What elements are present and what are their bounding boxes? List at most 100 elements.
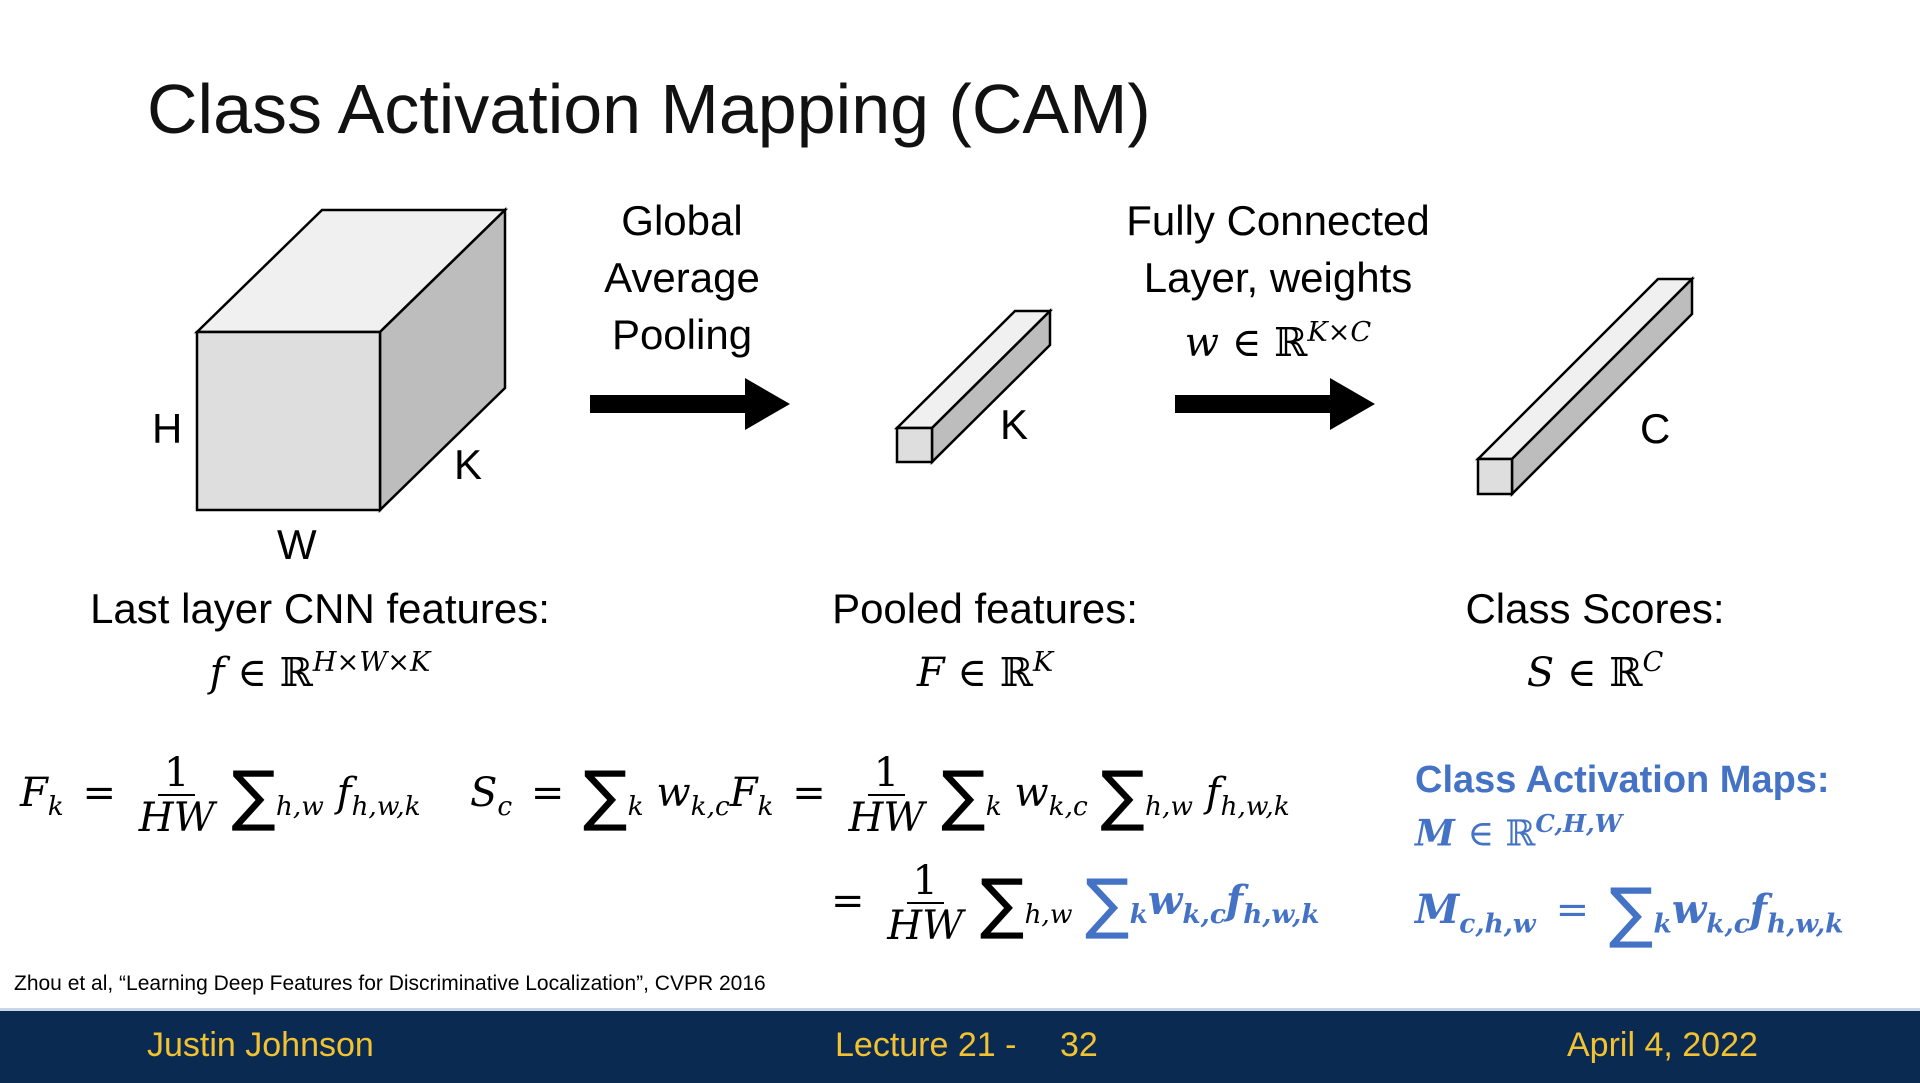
dim-k-label: K [454, 441, 483, 488]
cam-m-set: ∈ ℝ [1467, 813, 1536, 855]
eq-equals: = [530, 770, 565, 816]
eq-f: f [1225, 877, 1244, 924]
eq-frac-den: HW [887, 903, 964, 949]
last-layer-set: ∈ ℝ [237, 649, 313, 696]
eq-f: f [1749, 886, 1768, 934]
eq-sc-lhs: S [470, 770, 498, 816]
gap-label-line-2: Average [604, 254, 760, 301]
eq-w-sub: k,c [1182, 899, 1226, 931]
eq-sum-symbol: ∑ [1085, 864, 1130, 942]
eq-frac-num: 1 [867, 752, 906, 796]
last-layer-math: f ∈ ℝH×W×K [60, 638, 580, 698]
fc-label: Fully Connected Layer, weights w ∈ ℝK×C [1088, 196, 1468, 368]
scores-var: S [1526, 649, 1555, 696]
pooled-vector-bar [893, 308, 1054, 465]
eq-frac-den: HW [138, 795, 215, 841]
class-scores-bar [1474, 275, 1696, 498]
eq-equals: = [1555, 887, 1590, 934]
eq-f-sub: h,w,k [1243, 899, 1320, 931]
eq-equals: = [792, 770, 826, 816]
eq-sum-sub: h,w [1145, 791, 1194, 823]
pooled-math: F ∈ ℝK [790, 638, 1180, 698]
eq-equals: = [831, 878, 865, 924]
eq-f-sub: h,w,k [1220, 791, 1290, 823]
fc-weight-var: w [1184, 319, 1220, 366]
footer-author: Justin Johnson [147, 1026, 374, 1064]
scores-math: S ∈ ℝC [1420, 638, 1770, 698]
eq-sum-sub: k [627, 791, 644, 823]
pooled-exp: K [1032, 647, 1054, 678]
eq-fk-lhs-sub: k [47, 791, 64, 823]
eq-sum-symbol: ∑ [231, 756, 276, 834]
eq-sum-sub: k [1129, 899, 1148, 931]
fc-weight-math: w ∈ ℝK×C [1088, 308, 1468, 368]
fc-label-line-2: Layer, weights [1143, 254, 1413, 301]
cam-m-exp: C,H,W [1535, 809, 1623, 838]
eq-frac-den: HW [848, 795, 925, 841]
eq-sum-symbol: ∑ [583, 756, 628, 834]
eq-w-sub: k,c [1706, 908, 1750, 940]
last-layer-exp: H×W×K [312, 647, 431, 678]
arrow-fc [1175, 378, 1375, 430]
arrow-gap [590, 378, 790, 430]
scores-caption-text: Class Scores: [1465, 585, 1725, 632]
eq-sum-symbol: ∑ [1609, 874, 1654, 951]
eq-cam-term: ∑kwk,cfh,w,k [1085, 870, 1319, 936]
eq-w: w [1014, 770, 1049, 816]
fc-label-line-1: Fully Connected [1126, 197, 1430, 244]
eq-frac-num: 1 [906, 860, 944, 904]
cam-eq-m: M [1415, 886, 1460, 934]
eq-sum-symbol: ∑ [979, 864, 1025, 942]
scores-exp: C [1642, 647, 1664, 678]
dim-h-label: H [152, 405, 183, 452]
fc-weight-set: ∈ ℝ [1231, 319, 1308, 366]
pooled-caption-text: Pooled features: [832, 585, 1138, 632]
cam-set-math: M ∈ ℝC,H,W [1415, 802, 1830, 856]
eq-f: f [1205, 770, 1221, 816]
dim-w-label: W [277, 521, 317, 568]
last-layer-caption: Last layer CNN features: f ∈ ℝH×W×K [60, 584, 580, 698]
cam-m-var: M [1415, 812, 1455, 855]
dim-k-pooled-label: K [1000, 401, 1029, 448]
eq-w: w [656, 770, 691, 816]
eq-f-sub: h,w,k [351, 791, 421, 823]
dim-c-label: C [1640, 405, 1671, 452]
pooled-var: F [916, 649, 945, 696]
footer-page-number: 32 [1060, 1026, 1098, 1064]
cube-front-face [195, 330, 382, 512]
eq-sum-sub: h,w [1024, 899, 1073, 931]
scores-caption: Class Scores: S ∈ ℝC [1420, 584, 1770, 698]
eq-equals: = [82, 770, 116, 816]
cam-equation: Mc,h,w = ∑kwk,cfh,w,k [1415, 880, 1843, 948]
eq-sum-symbol: ∑ [941, 756, 986, 834]
gap-label-line-3: Pooling [611, 311, 753, 358]
cam-diagram [193, 207, 1696, 513]
eq-fk-sub: k [757, 791, 774, 823]
scores-set: ∈ ℝ [1566, 649, 1643, 696]
eq-sum-symbol: ∑ [1100, 756, 1146, 834]
eq-sum-sub: k [1653, 908, 1672, 940]
cam-block: Class Activation Maps: M ∈ ℝC,H,W [1415, 758, 1830, 856]
cam-eq-m-sub: c,h,w [1459, 908, 1536, 940]
eq-fk-lhs: F [20, 770, 48, 816]
fc-weight-exp: K×C [1307, 317, 1372, 348]
pooled-caption: Pooled features: F ∈ ℝK [790, 584, 1180, 698]
cam-title: Class Activation Maps: [1415, 759, 1830, 801]
eq-f: f [336, 770, 352, 816]
eq-sum-sub: h,w [275, 791, 324, 823]
gap-label: Global Average Pooling [582, 196, 782, 360]
eq-frac-num: 1 [157, 752, 196, 796]
footer-date: April 4, 2022 [1567, 1026, 1758, 1064]
eq-w: w [1671, 886, 1707, 934]
last-layer-var: f [209, 649, 225, 696]
gap-label-line-1: Global [621, 197, 743, 244]
eq-sc-lhs-sub: c [497, 791, 513, 823]
eq-sum-sub: k [985, 791, 1002, 823]
eq-w: w [1147, 877, 1183, 924]
